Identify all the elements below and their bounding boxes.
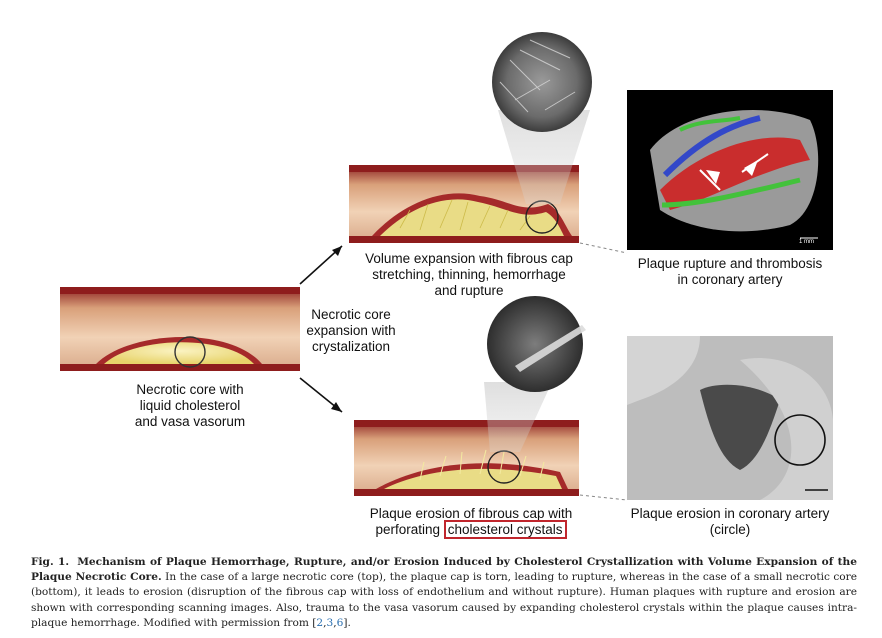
ref-link-3[interactable]: 3: [326, 616, 334, 629]
caption-title: Mechanism of Plaque Hemorrhage, Rupture,…: [31, 556, 858, 584]
caption-end: ].: [343, 616, 351, 629]
bottom-vessel-label-line1: Plaque erosion of fibrous cap with: [369, 506, 573, 521]
top-vessel: [349, 165, 579, 243]
ref-link-2[interactable]: 2: [316, 616, 324, 629]
top-right-label: Plaque rupture and thrombosis in coronar…: [637, 256, 823, 287]
left-vessel: [60, 287, 300, 371]
bottom-vessel-label-line2: perforating cholesterol crystals: [351, 520, 591, 539]
scale-bar-label: 1 mm: [799, 239, 814, 245]
middle-label: Necrotic core expansion with crystalizat…: [306, 307, 396, 354]
cholesterol-crystals-highlight: cholesterol crystals: [443, 520, 567, 539]
caption-body: In the case of a large necrotic core (to…: [31, 571, 857, 629]
bottom-label-prefix: perforating: [375, 522, 444, 537]
ref-link-6[interactable]: 6: [336, 616, 344, 629]
erosion-image: [627, 336, 833, 500]
caption-fig-label: Fig. 1.: [31, 556, 70, 568]
bottom-right-label: Plaque erosion in coronary artery (circl…: [630, 506, 830, 537]
left-vessel-label: Necrotic core with liquid cholesterol an…: [134, 382, 246, 429]
figure-caption: Fig. 1. Mechanism of Plaque Hemorrhage, …: [31, 556, 858, 629]
top-vessel-label: Volume expansion with fibrous cap stretc…: [365, 251, 573, 298]
sem-crystal-circle-bottom: [487, 296, 583, 392]
bottom-vessel-label: Plaque erosion of fibrous cap with perfo…: [351, 506, 591, 539]
bottom-vessel: [354, 420, 579, 496]
sem-crystals-circle-top: [492, 32, 592, 132]
rupture-image: [627, 90, 833, 250]
figure-illustration: [60, 32, 833, 501]
